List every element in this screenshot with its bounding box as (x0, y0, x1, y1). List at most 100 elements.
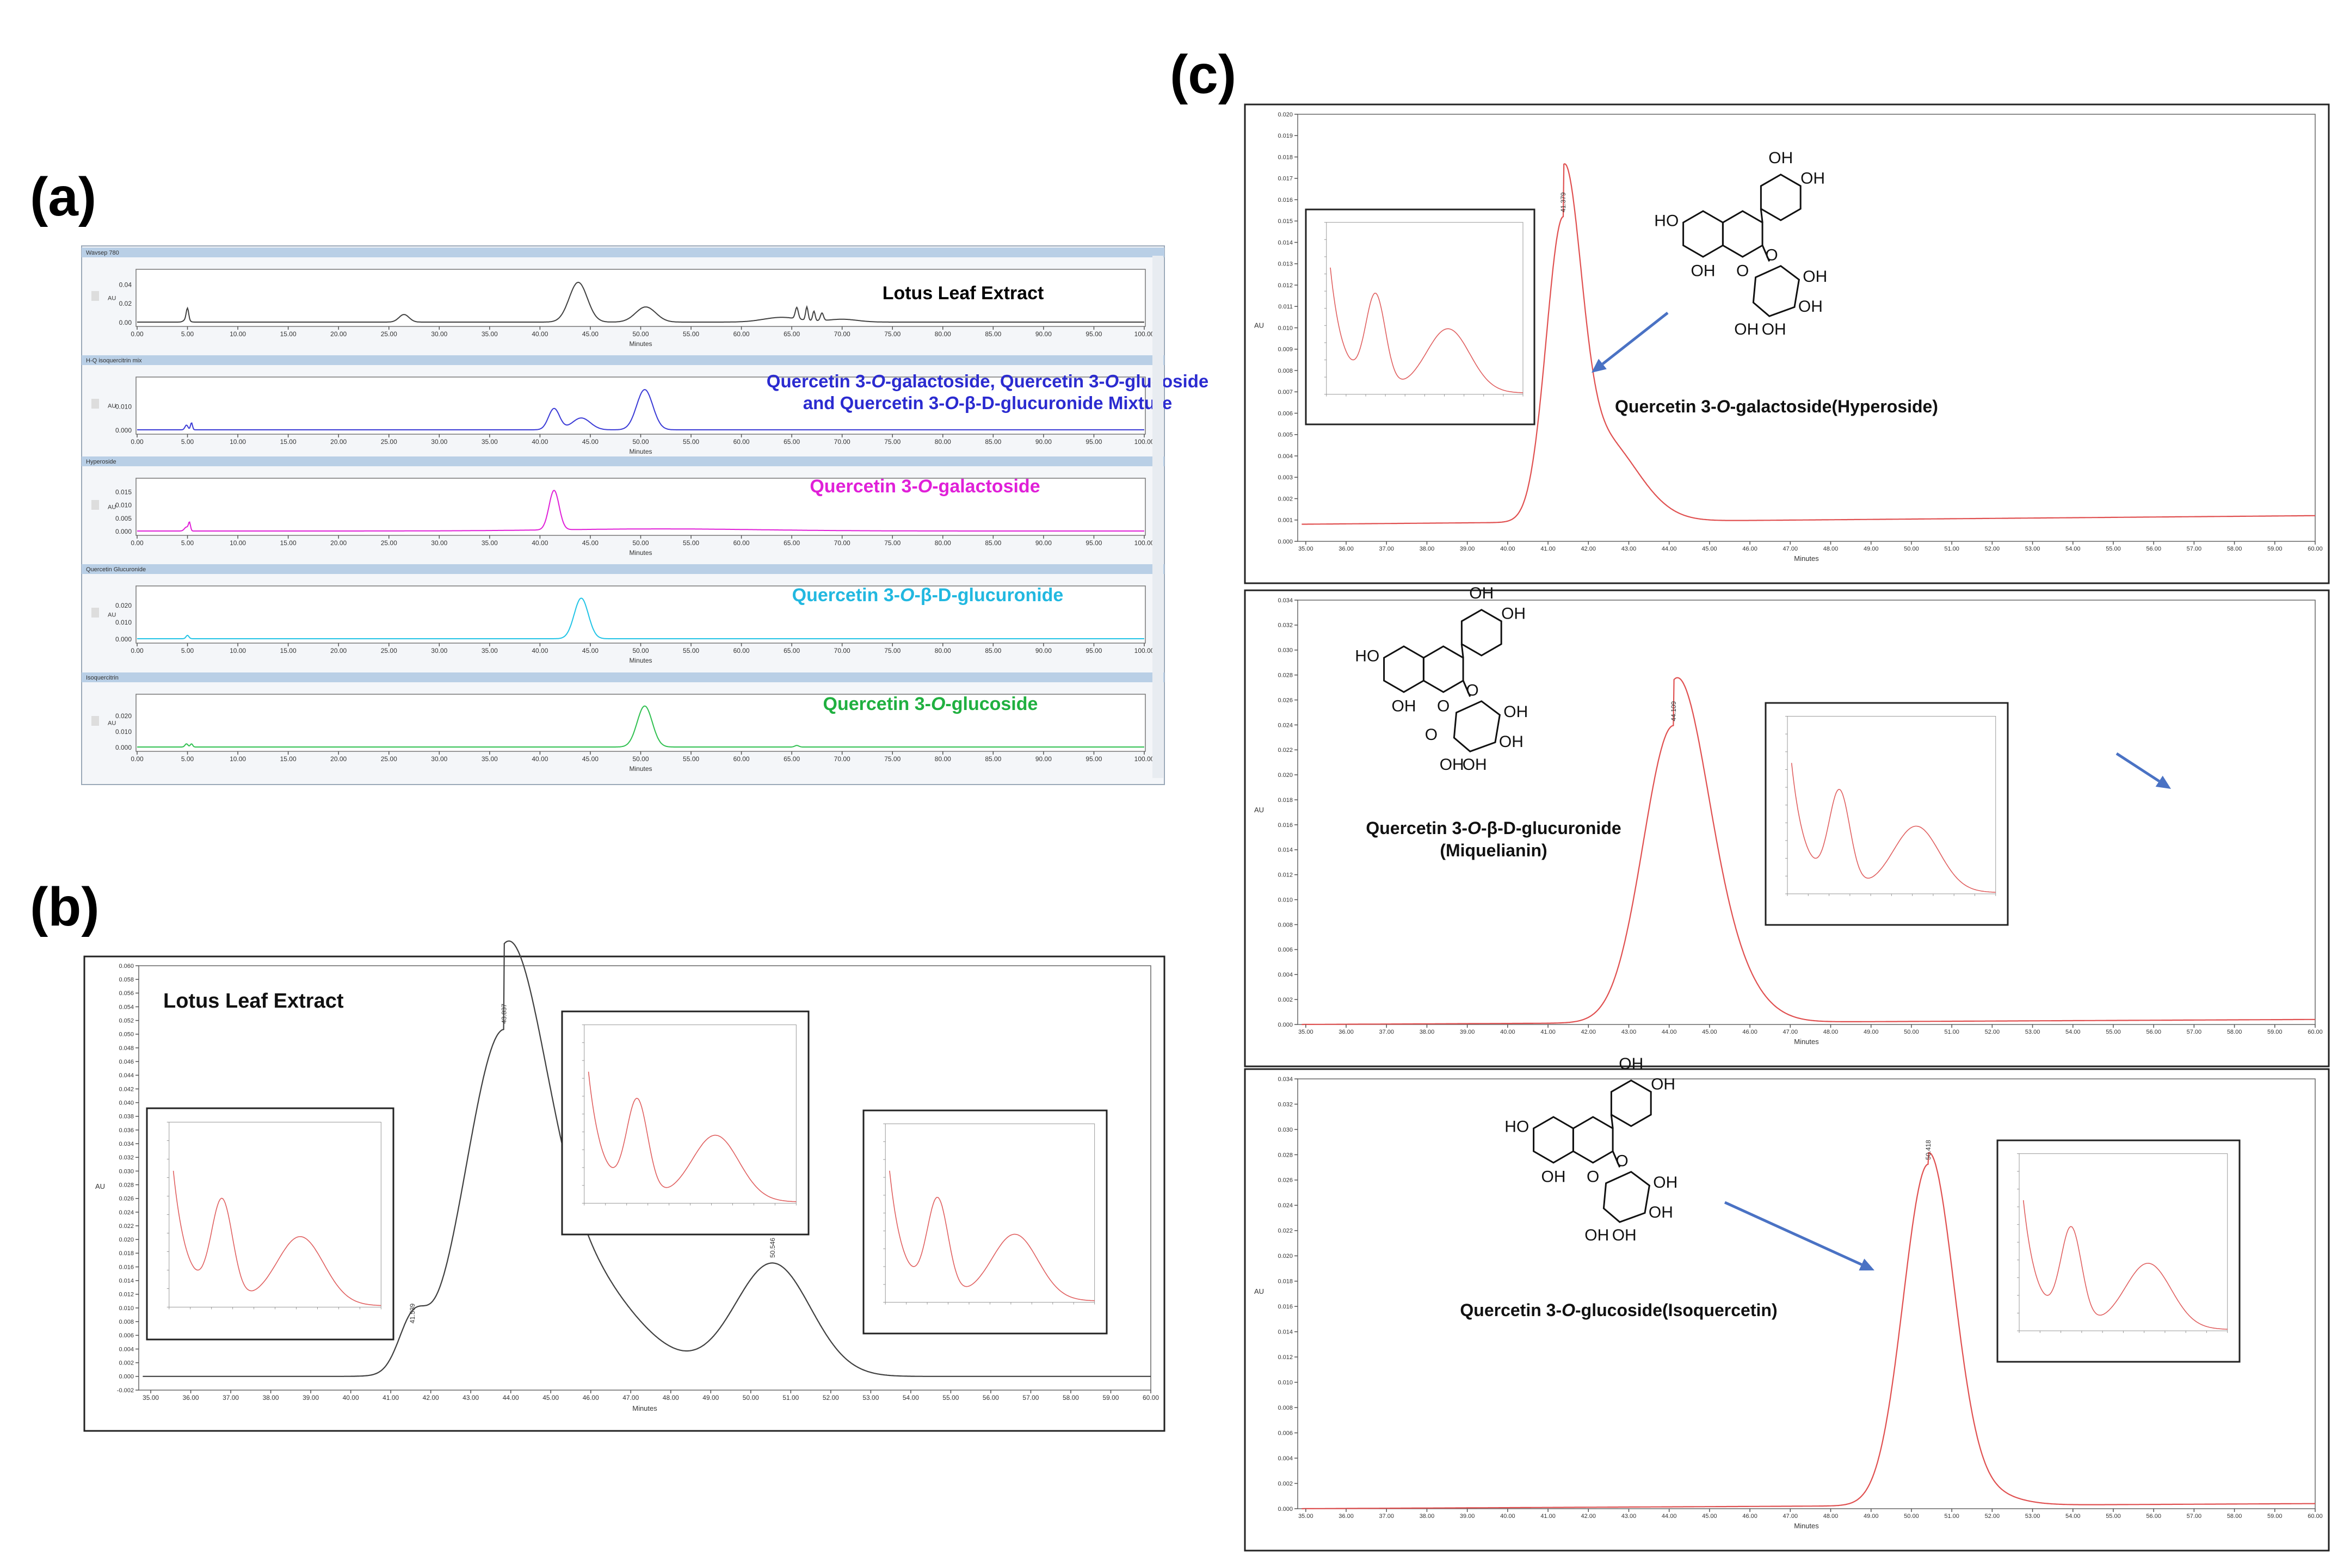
panel-c-label-3: Quercetin 3-O-glucoside(Isoquercetin) (1460, 1300, 1777, 1320)
panel-a-x-tick-label: 100.00 (1134, 539, 1155, 547)
panel-a-x-tick-label: 40.00 (532, 755, 548, 763)
panel-a-x-tick-label: 10.00 (230, 755, 246, 763)
panel-b-y-tick-label: 0.018 (119, 1250, 134, 1257)
panel-a-side-icon (91, 716, 99, 726)
panel-b-x-tick-label: 43.00 (462, 1394, 479, 1402)
panel-c-x-tick-label: 56.00 (2146, 546, 2161, 552)
panel-c-x-tick-label: 49.00 (1864, 1513, 1879, 1520)
panel-a-x-tick-label: 40.00 (532, 330, 548, 338)
panel-a-label-line2: and Quercetin 3-O-β-D-glucuronide Mixtur… (803, 393, 1172, 413)
structure-hyperoside-o-3: O (1765, 246, 1778, 264)
panel-c-x-tick-label: 50.00 (1904, 546, 1919, 552)
panel-a-strip (82, 456, 1164, 466)
panel-b-x-tick-label: 55.00 (942, 1394, 959, 1402)
panel-b-x-tick-label: 46.00 (583, 1394, 599, 1402)
structure-miquelianin-ho-7: HO (1355, 647, 1379, 665)
panel-label-b: (b) (30, 876, 100, 937)
panel-c-x-tick-label: 42.00 (1581, 1513, 1596, 1520)
panel-b-y-tick-label: 0.060 (119, 963, 134, 970)
structure-miquelianin-ring-b (1460, 609, 1502, 657)
structure-miquelianin-o-3: O (1466, 681, 1478, 699)
structure-isoquercetin-ho-7: HO (1504, 1118, 1529, 1135)
panel-c-y-axis-label: AU (1254, 1287, 1264, 1295)
panel-c-y-tick-label: 0.010 (1278, 325, 1293, 331)
panel-a-x-axis-label: Minutes (629, 549, 652, 557)
panel-c-y-tick-label: 0.024 (1278, 1202, 1293, 1209)
panel-c-y-tick-label: 0.018 (1278, 1279, 1293, 1285)
panel-c-x-tick-label: 57.00 (2187, 1029, 2202, 1035)
panel-a-trace (137, 597, 1144, 639)
panel-a-x-axis-label: Minutes (629, 657, 652, 664)
panel-a-x-tick-label: 30.00 (431, 755, 447, 763)
panel-c-x-tick-label: 39.00 (1460, 1029, 1475, 1035)
panel-a-x-tick-label: 50.00 (632, 647, 649, 655)
panel-c-y-tick-label: 0.006 (1278, 1430, 1293, 1436)
panel-c-y-tick-label: 0.016 (1278, 1304, 1293, 1310)
panel-a-x-tick-label: 50.00 (632, 539, 649, 547)
panel-a-x-tick-label: 30.00 (431, 330, 447, 338)
panel-a-x-tick-label: 60.00 (733, 438, 750, 446)
panel-a-x-tick-label: 15.00 (280, 647, 297, 655)
panel-b-inset-2-frame (561, 1010, 810, 1236)
structure-miquelianin-o-4: O (1437, 697, 1450, 715)
panel-c-plot-frame (1297, 600, 2316, 1025)
panel-c-x-tick-label: 60.00 (2308, 1029, 2323, 1035)
panel-c-y-tick-label: 0.030 (1278, 647, 1293, 654)
panel-a-x-tick-label: 50.00 (632, 438, 649, 446)
panel-a-x-tick-label: 55.00 (683, 438, 699, 446)
panel-a-x-tick-label: 55.00 (683, 755, 699, 763)
structure-miquelianin-oh-5: OH (1392, 697, 1416, 715)
panel-c-x-tick-label: 53.00 (2025, 1029, 2040, 1035)
panel-c-x-tick-label: 35.00 (1298, 546, 1313, 552)
panel-c-x-tick-label: 53.00 (2025, 546, 2040, 552)
panel-c-trace (1302, 677, 2315, 1026)
panel-b-x-tick-label: 59.00 (1102, 1394, 1119, 1402)
panel-c-y-tick-label: 0.034 (1278, 597, 1293, 604)
panel-a-x-tick-label: 45.00 (582, 330, 599, 338)
panel-c-x-axis-label: Minutes (1794, 554, 1819, 563)
panel-a-x-tick-label: 20.00 (330, 438, 347, 446)
panel-a-side-icon (91, 291, 99, 301)
panel-a-x-tick-label: 100.00 (1134, 330, 1155, 338)
panel-c-x-tick-label: 45.00 (1702, 1029, 1717, 1035)
panel-c-x-tick-label: 52.00 (1985, 1513, 2000, 1520)
structure-isoquercetin-sugar-ring (1602, 1171, 1651, 1223)
panel-c-inset-1 (1305, 208, 1535, 425)
panel-c-y-tick-label: 0.011 (1278, 304, 1293, 310)
panel-a-y-tick-label: 0.000 (115, 528, 132, 535)
panel-c-y-tick-label: 0.004 (1278, 1455, 1293, 1462)
panel-a-y-tick-label: 0.000 (115, 427, 132, 434)
panel-a-x-tick-label: 10.00 (230, 647, 246, 655)
panel-a-x-tick-label: 80.00 (935, 539, 951, 547)
structure-hyperoside-oh-sugar-6: OH (1734, 320, 1759, 338)
panel-a-x-axis-label: Minutes (629, 340, 652, 348)
panel-c-x-tick-label: 54.00 (2065, 546, 2081, 552)
panel-c-arrow (1601, 312, 1669, 365)
panel-a-x-tick-label: 10.00 (230, 330, 246, 338)
panel-a-side-icon (91, 500, 99, 510)
panel-b-y-tick-label: 0.028 (119, 1182, 134, 1188)
panel-b-title: Lotus Leaf Extract (163, 990, 344, 1013)
panel-c-inset-2-frame (1765, 702, 2009, 926)
panel-c-x-tick-label: 38.00 (1420, 546, 1435, 552)
panel-a-strip (82, 248, 1164, 257)
panel-a-y-tick-label: 0.005 (115, 515, 132, 522)
panel-c-x-tick-label: 42.00 (1581, 546, 1596, 552)
structure-hyperoside-glycosidic-bond (1761, 245, 1771, 262)
panel-c-y-tick-label: 0.003 (1278, 474, 1293, 481)
panel-a-x-tick-label: 50.00 (632, 330, 649, 338)
panel-a-x-tick-label: 10.00 (230, 438, 246, 446)
panel-a-x-tick-label: 30.00 (431, 438, 447, 446)
panel-c-x-tick-label: 59.00 (2267, 1029, 2283, 1035)
panel-c-x-tick-label: 48.00 (1823, 546, 1839, 552)
panel-c-trace (1302, 1152, 2315, 1510)
panel-b-y-tick-label: 0.042 (119, 1086, 134, 1092)
panel-b-y-tick-label: 0.034 (119, 1141, 134, 1147)
panel-c-y-tick-label: 0.006 (1278, 410, 1293, 417)
structure-isoquercetin-glycosidic-bond (1612, 1151, 1621, 1168)
panel-c-y-tick-label: 0.020 (1278, 1253, 1293, 1260)
panel-b-y-tick-label: -0.002 (117, 1387, 134, 1394)
panel-c-x-tick-label: 43.00 (1621, 1029, 1637, 1035)
panel-c-x-tick-label: 37.00 (1379, 1029, 1394, 1035)
